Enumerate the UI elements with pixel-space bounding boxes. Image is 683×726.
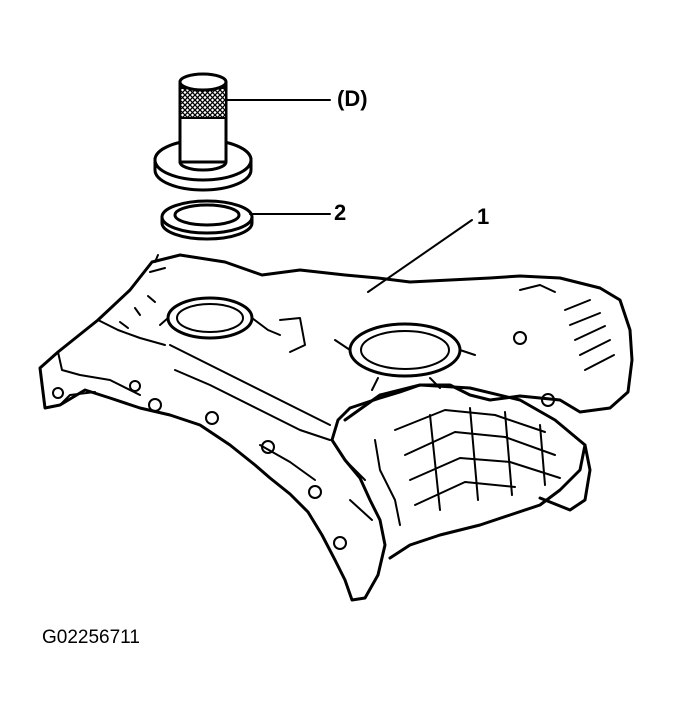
oil-seal xyxy=(160,199,254,241)
seal-installer-tool xyxy=(153,72,253,192)
callout-cover-1: 1 xyxy=(477,204,490,229)
figure-id: G02256711 xyxy=(42,627,140,648)
leader-lines xyxy=(225,99,473,293)
callout-seal-2: 2 xyxy=(334,200,347,225)
leader-line-cover xyxy=(367,219,473,293)
timing-chain-cover xyxy=(38,253,634,602)
callout-tool-d: (D) xyxy=(337,86,368,111)
